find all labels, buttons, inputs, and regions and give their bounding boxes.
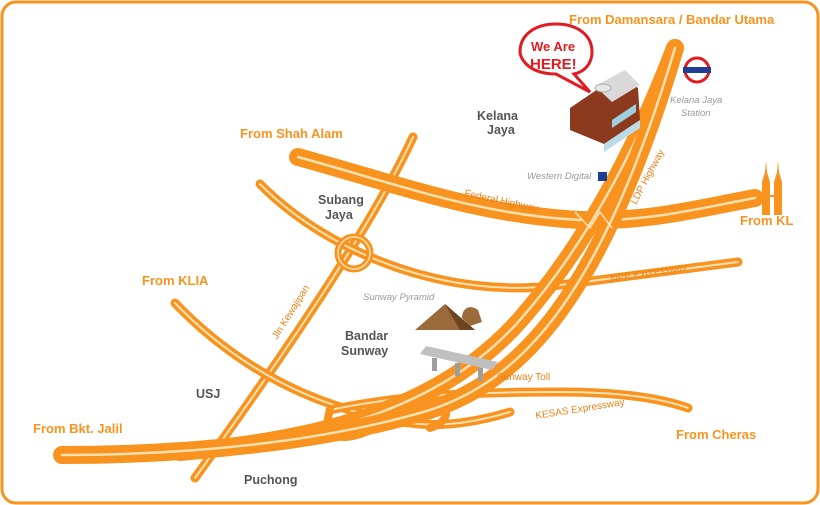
place-subang-line1: Subang [318, 193, 364, 207]
place-kelana-jaya-line1: Kelana [477, 109, 519, 123]
rail-station-icon[interactable] [683, 56, 711, 84]
callout-line2: HERE! [530, 56, 577, 73]
place-subang-line2: Jaya [325, 208, 354, 222]
roads-major [53, 39, 764, 464]
sunway-pyramid-icon[interactable] [415, 304, 482, 330]
origin-damansara: From Damansara / Bandar Utama [569, 12, 775, 27]
petronas-towers-icon [762, 160, 782, 215]
place-puchong: Puchong [244, 473, 297, 487]
origin-shah-alam: From Shah Alam [240, 126, 343, 141]
callout-line1: We Are [531, 39, 575, 54]
label-kelana-station-line1: Kelana Jaya [670, 95, 722, 106]
origin-klia: From KLIA [142, 273, 209, 288]
toll-plaza-icon[interactable] [420, 346, 498, 381]
origin-cheras: From Cheras [676, 427, 756, 442]
square-marker-icon[interactable] [598, 172, 607, 181]
place-bandar-sunway-line2: Sunway [341, 344, 388, 358]
we-are-here-callout: We Are HERE! [518, 22, 594, 94]
place-usj: USJ [196, 387, 220, 401]
origin-kl: From KL [740, 213, 794, 228]
label-kelana-station-line2: Station [681, 108, 711, 119]
origin-bkt-jalil: From Bkt. Jalil [33, 421, 123, 436]
place-bandar-sunway-line1: Bandar [345, 329, 388, 343]
label-sunway-pyramid: Sunway Pyramid [363, 292, 435, 303]
office-building-icon[interactable] [570, 70, 640, 152]
federal-ldp-interchange [574, 210, 613, 230]
label-sunway-toll: Sunway Toll [497, 372, 550, 383]
label-western-digital: Western Digital [527, 171, 592, 182]
place-kelana-jaya-line2: Jaya [487, 123, 516, 137]
